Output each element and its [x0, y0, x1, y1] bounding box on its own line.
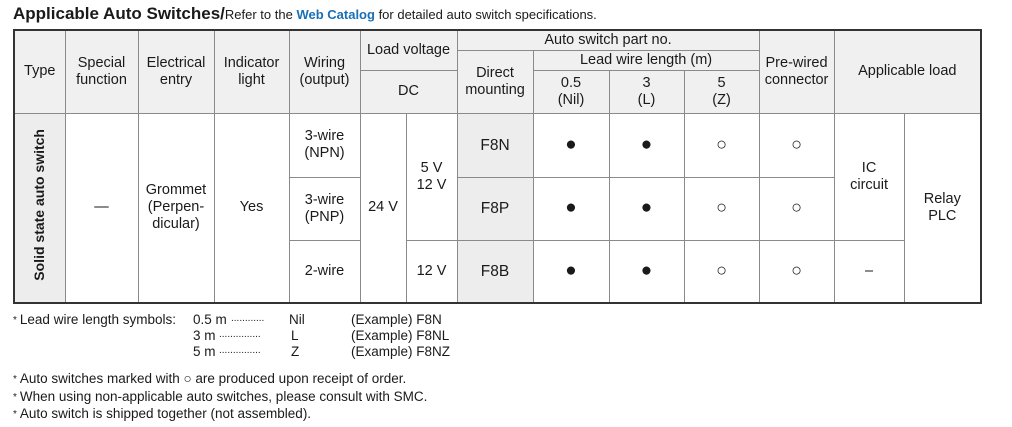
- filled-dot: ●: [532, 176, 610, 241]
- symbol-leader: ............: [231, 313, 265, 324]
- footnote: *Auto switches marked with ○ are produce…: [13, 371, 407, 386]
- electrical-entry-cell: Grommet(Perpen-dicular): [137, 112, 215, 304]
- model-cell: F8P: [456, 176, 534, 241]
- symbol-leader: ...............: [219, 345, 261, 356]
- title-sub-after: for detailed auto switch specifications.: [374, 7, 597, 22]
- section-title: Applicable Auto Switches/Refer to the We…: [13, 4, 597, 28]
- symbol-examples: (Example) F8N (Example) F8NL (Example) F…: [351, 312, 450, 360]
- example-text: (Example) F8NL: [351, 328, 450, 343]
- symbols-label: Lead wire length symbols:: [19, 312, 176, 327]
- special-function-cell: —: [64, 112, 139, 304]
- lead-wire-symbols: *Lead wire length symbols: 0.5 m .......…: [13, 312, 305, 360]
- filled-dot: ●: [608, 239, 685, 304]
- header-type: Type: [13, 29, 66, 114]
- load-dash-cell: –: [833, 239, 905, 304]
- symbol-row: 3 m ............... L: [13, 328, 299, 344]
- header-wiring: Wiring (output): [288, 29, 361, 114]
- voltage-cell: 12 V: [405, 239, 458, 304]
- model-cell: F8N: [456, 112, 534, 178]
- symbol-length: 3 m: [193, 328, 216, 343]
- header-length-3: 3(L): [608, 69, 685, 114]
- open-dot: ○: [683, 176, 760, 241]
- symbol-code: L: [291, 328, 299, 343]
- type-cell: Solid state auto switch: [13, 112, 66, 304]
- header-electrical-entry: Electrical entry: [137, 29, 215, 114]
- header-lead-wire-length: Lead wire length (m): [532, 49, 760, 71]
- table-row: Solid state auto switch — Grommet(Perpen…: [13, 112, 983, 304]
- header-applicable-load: Applicable load: [833, 29, 983, 114]
- example-text: (Example) F8N: [351, 312, 442, 327]
- asterisk: *: [13, 315, 17, 326]
- title-main: Applicable Auto Switches/: [13, 4, 225, 23]
- symbol-leader: ...............: [219, 329, 261, 340]
- header-prewired-connector: Pre-wired connector: [758, 29, 835, 114]
- open-dot: ○: [758, 176, 835, 241]
- open-dot: ○: [758, 239, 835, 304]
- symbol-code: Nil: [289, 312, 305, 327]
- open-dot: ○: [683, 112, 760, 178]
- example-text: (Example) F8NZ: [351, 344, 451, 359]
- filled-dot: ●: [608, 112, 685, 178]
- header-indicator-light: Indicator light: [213, 29, 290, 114]
- wiring-cell: 2-wire: [288, 239, 361, 304]
- header-direct-mounting: Direct mounting: [456, 49, 534, 114]
- table-row: 2-wire 12 V F8B ● ● ○ ○ –: [14, 239, 981, 304]
- header-length-5: 5(Z): [683, 69, 760, 114]
- dc-voltage-cell: 24 V: [359, 112, 407, 304]
- header-load-voltage: Load voltage: [359, 29, 458, 71]
- open-dot: ○: [758, 112, 835, 178]
- indicator-light-cell: Yes: [213, 112, 290, 304]
- symbol-row: *Lead wire length symbols: 0.5 m .......…: [13, 312, 305, 328]
- auto-switch-table: Type Special function Electrical entry I…: [13, 29, 983, 304]
- footnote: *When using non-applicable auto switches…: [13, 388, 428, 404]
- open-dot: ○: [683, 239, 760, 304]
- title-sub-before: Refer to the: [224, 7, 297, 22]
- header-dc: DC: [359, 69, 458, 114]
- symbol-length: 0.5 m: [193, 312, 227, 327]
- wiring-cell: 3-wire(NPN): [288, 112, 361, 178]
- symbol-length: 5 m: [193, 344, 216, 359]
- web-catalog-link[interactable]: Web Catalog: [296, 7, 375, 22]
- symbol-row: 5 m ............... Z: [13, 344, 299, 360]
- header-special-function: Special function: [64, 29, 139, 114]
- filled-dot: ●: [608, 176, 685, 241]
- wiring-cell: 3-wire(PNP): [288, 176, 361, 241]
- model-cell: F8B: [456, 239, 534, 304]
- table-row: 3-wire(PNP) F8P ● ● ○ ○: [14, 176, 981, 241]
- header-length-0-5: 0.5(Nil): [532, 69, 610, 114]
- filled-dot: ●: [532, 112, 610, 178]
- footnote: *Auto switch is shipped together (not as…: [13, 406, 312, 421]
- symbol-code: Z: [291, 344, 300, 359]
- footnotes: *Auto switches marked with ○ are produce…: [13, 371, 427, 424]
- header-part-no: Auto switch part no.: [456, 29, 760, 51]
- filled-dot: ●: [532, 239, 610, 304]
